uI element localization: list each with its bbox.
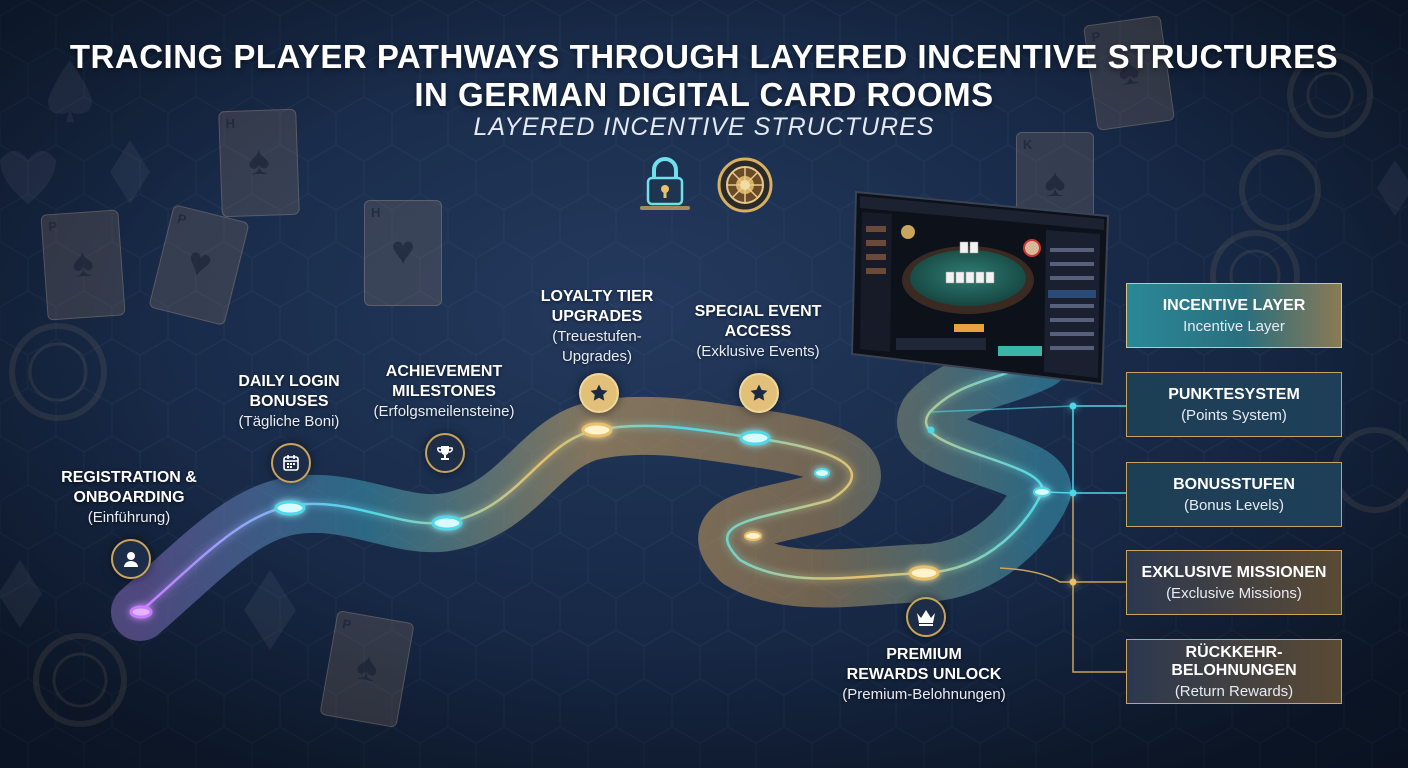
layer-title: EXKLUSIVE MISSIONEN: [1141, 563, 1327, 581]
subtitle: LAYERED INCENTIVE STRUCTURES: [473, 113, 935, 141]
step-subtitle: (Premium-Belohnungen): [842, 686, 1006, 703]
step-title: REWARDS UNLOCK: [846, 666, 1002, 683]
step-label-special-event: SPECIAL EVENT ACCESS (Exklusive Events): [668, 302, 848, 362]
step-title: ONBOARDING: [73, 489, 185, 506]
user-icon: [111, 539, 151, 579]
step-label-premium-rewards: PREMIUM REWARDS UNLOCK (Premium-Belohnunge…: [820, 645, 1028, 705]
layer-subtitle: (Return Rewards): [1174, 682, 1294, 700]
layer-subtitle: (Bonus Levels): [1183, 496, 1285, 514]
layer-title: PUNKTESYSTEM: [1168, 385, 1300, 403]
step-subtitle: Upgrades): [561, 348, 633, 365]
layer-subtitle: (Exclusive Missions): [1166, 584, 1302, 602]
padlock-icon: [640, 157, 690, 210]
step-title: UPGRADES: [551, 308, 643, 325]
step-subtitle: (Erfolgsmeilensteine): [373, 403, 515, 420]
title-line-1: TRACING PLAYER PATHWAYS THROUGH LAYERED …: [69, 38, 1339, 75]
step-label-registration: REGISTRATION & ONBOARDING (Einführung): [40, 468, 218, 528]
step-title: ACHIEVEMENT: [385, 363, 503, 380]
trophy-icon: [425, 433, 465, 473]
poker-room-screen: [850, 190, 1110, 386]
layer-box-3: BONUSSTUFEN (Bonus Levels): [1126, 462, 1342, 527]
star-icon: [739, 373, 779, 413]
step-title: ACCESS: [724, 323, 792, 340]
connector-dots: [927, 402, 1077, 586]
node-mid: [814, 468, 830, 478]
crown-icon: [906, 597, 946, 637]
layer-title: BONUSSTUFEN: [1173, 475, 1295, 493]
step-title: MILESTONES: [392, 383, 496, 400]
step-title: PREMIUM: [886, 646, 962, 663]
layer-title: RÜCKKEHR-BELOHNUNGEN: [1171, 643, 1297, 679]
step-title: DAILY LOGIN: [238, 373, 340, 390]
step-title: REGISTRATION &: [61, 469, 197, 486]
star-icon: [579, 373, 619, 413]
step-title: BONUSES: [249, 393, 329, 410]
pathway-glow-line: [139, 358, 1044, 613]
node-registration: [129, 605, 153, 619]
step-subtitle: (Tägliche Boni): [238, 413, 340, 430]
step-label-achievement: ACHIEVEMENT MILESTONES (Erfolgsmeilenstein…: [352, 362, 536, 422]
step-label-daily-login: DAILY LOGIN BONUSES (Tägliche Boni): [200, 372, 378, 432]
calendar-icon: [271, 443, 311, 483]
node-daily-login: [274, 500, 306, 516]
node-bonus: [1033, 487, 1051, 497]
node-special-event: [739, 430, 771, 446]
step-subtitle: (Exklusive Events): [696, 343, 820, 360]
node-achievement: [431, 515, 463, 531]
node-turn: [744, 531, 762, 541]
step-subtitle: (Treuestufen-: [552, 328, 642, 345]
layer-subtitle: Incentive Layer: [1183, 317, 1285, 335]
pathway-nodes: [129, 422, 1051, 619]
roulette-chip-icon: [717, 157, 773, 213]
layer-box-5: RÜCKKEHR-BELOHNUNGEN (Return Rewards): [1126, 639, 1342, 704]
node-premium: [908, 565, 940, 581]
layer-subtitle: (Points System): [1181, 406, 1287, 424]
decorative-suit-icons: [0, 60, 1408, 650]
layer-title: INCENTIVE LAYER: [1162, 296, 1306, 314]
title-line-2: IN GERMAN DIGITAL CARD ROOMS: [414, 76, 994, 113]
decorative-card: H♥: [364, 200, 442, 306]
step-title: LOYALTY TIER: [540, 288, 654, 305]
layer-box-2: PUNKTESYSTEM (Points System): [1126, 372, 1342, 437]
node-loyalty: [581, 422, 613, 438]
step-subtitle: (Einführung): [87, 509, 171, 526]
step-title: SPECIAL EVENT: [694, 303, 822, 320]
step-label-loyalty-tier: LOYALTY TIER UPGRADES (Treuestufen- Upgrade…: [508, 287, 686, 367]
layer-box-4: EXKLUSIVE MISSIONEN (Exclusive Missions): [1126, 550, 1342, 615]
layer-box-1: INCENTIVE LAYER Incentive Layer: [1126, 283, 1342, 348]
